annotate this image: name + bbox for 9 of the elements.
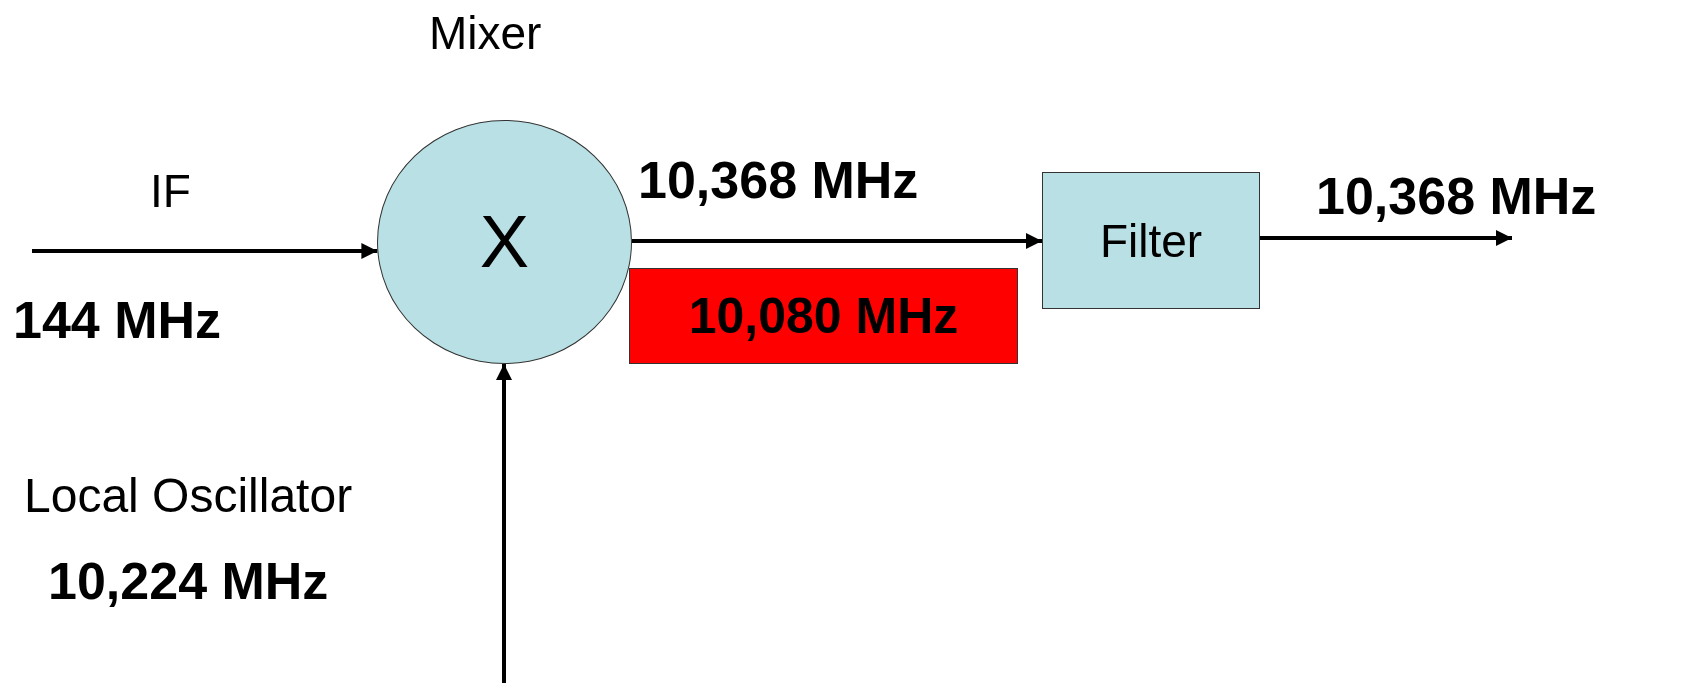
arrow (632, 233, 1042, 249)
process-box (1042, 172, 1260, 309)
arrow (496, 364, 512, 683)
node-text: Filter (1099, 217, 1203, 264)
node-text: 10,080 MHz (688, 291, 959, 341)
process-box (629, 268, 1018, 364)
arrow (32, 243, 378, 259)
node-text: X (479, 205, 530, 279)
arrow (1260, 230, 1512, 246)
